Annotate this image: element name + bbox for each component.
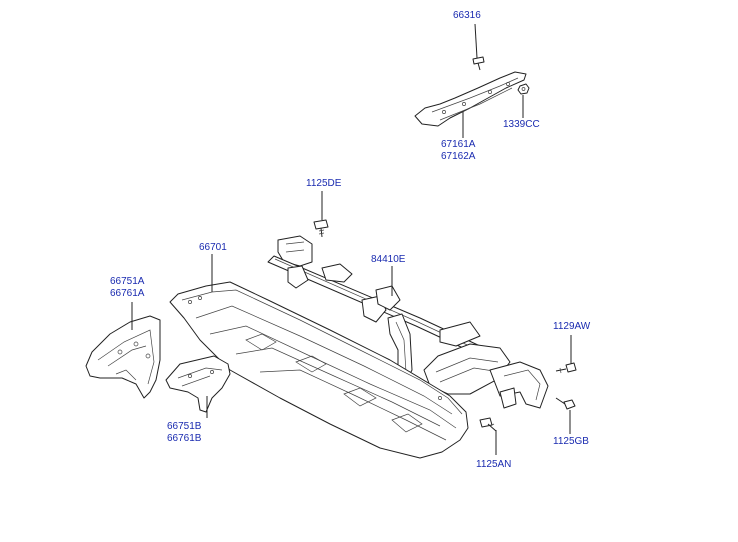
- label-66761A-text: 66761A: [110, 288, 145, 299]
- label-84410E[interactable]: 84410E: [371, 254, 405, 266]
- upper-bracket-67161A: [414, 71, 527, 127]
- steering-support-84410E: [267, 235, 549, 409]
- bolt-1129AW: [555, 362, 577, 374]
- label-66751A-66761A[interactable]: 66751A 66761A: [110, 276, 144, 300]
- label-67161A-text: 67161A: [441, 139, 476, 150]
- label-66316-text: 66316: [453, 10, 481, 21]
- label-1129AW[interactable]: 1129AW: [553, 321, 590, 333]
- label-66761B-text: 66761B: [167, 433, 202, 444]
- label-84410E-text: 84410E: [371, 254, 406, 265]
- bolt-1125AN: [479, 417, 497, 432]
- label-1339CC[interactable]: 1339CC: [503, 119, 540, 131]
- label-66751B-text: 66751B: [167, 421, 202, 432]
- nut-1339CC: [517, 83, 530, 95]
- label-67162A-text: 67162A: [441, 151, 476, 162]
- label-66701[interactable]: 66701: [199, 242, 227, 254]
- label-66316[interactable]: 66316: [453, 10, 481, 22]
- side-panel-66751A: [85, 315, 161, 399]
- bolt-66316: [472, 56, 485, 71]
- label-66701-text: 66701: [199, 242, 227, 253]
- label-66751A-text: 66751A: [110, 276, 145, 287]
- bracket-66751B: [165, 355, 231, 413]
- cowl-panel-66701: [169, 281, 469, 459]
- label-1125DE-text: 1125DE: [306, 178, 342, 189]
- label-66751B-66761B[interactable]: 66751B 66761B: [167, 421, 201, 445]
- leader-lines: [131, 23, 572, 455]
- label-1339CC-text: 1339CC: [503, 119, 540, 130]
- label-1125GB-text: 1125GB: [553, 436, 589, 447]
- label-1125AN[interactable]: 1125AN: [476, 459, 511, 471]
- label-1125GB[interactable]: 1125GB: [553, 436, 589, 448]
- label-1125AN-text: 1125AN: [476, 459, 512, 470]
- bolt-1125DE: [313, 219, 329, 238]
- label-1125DE[interactable]: 1125DE: [306, 178, 341, 190]
- bolt-1125GB: [555, 397, 576, 410]
- label-1129AW-text: 1129AW: [553, 321, 591, 332]
- label-67161A-67162A[interactable]: 67161A 67162A: [441, 139, 475, 163]
